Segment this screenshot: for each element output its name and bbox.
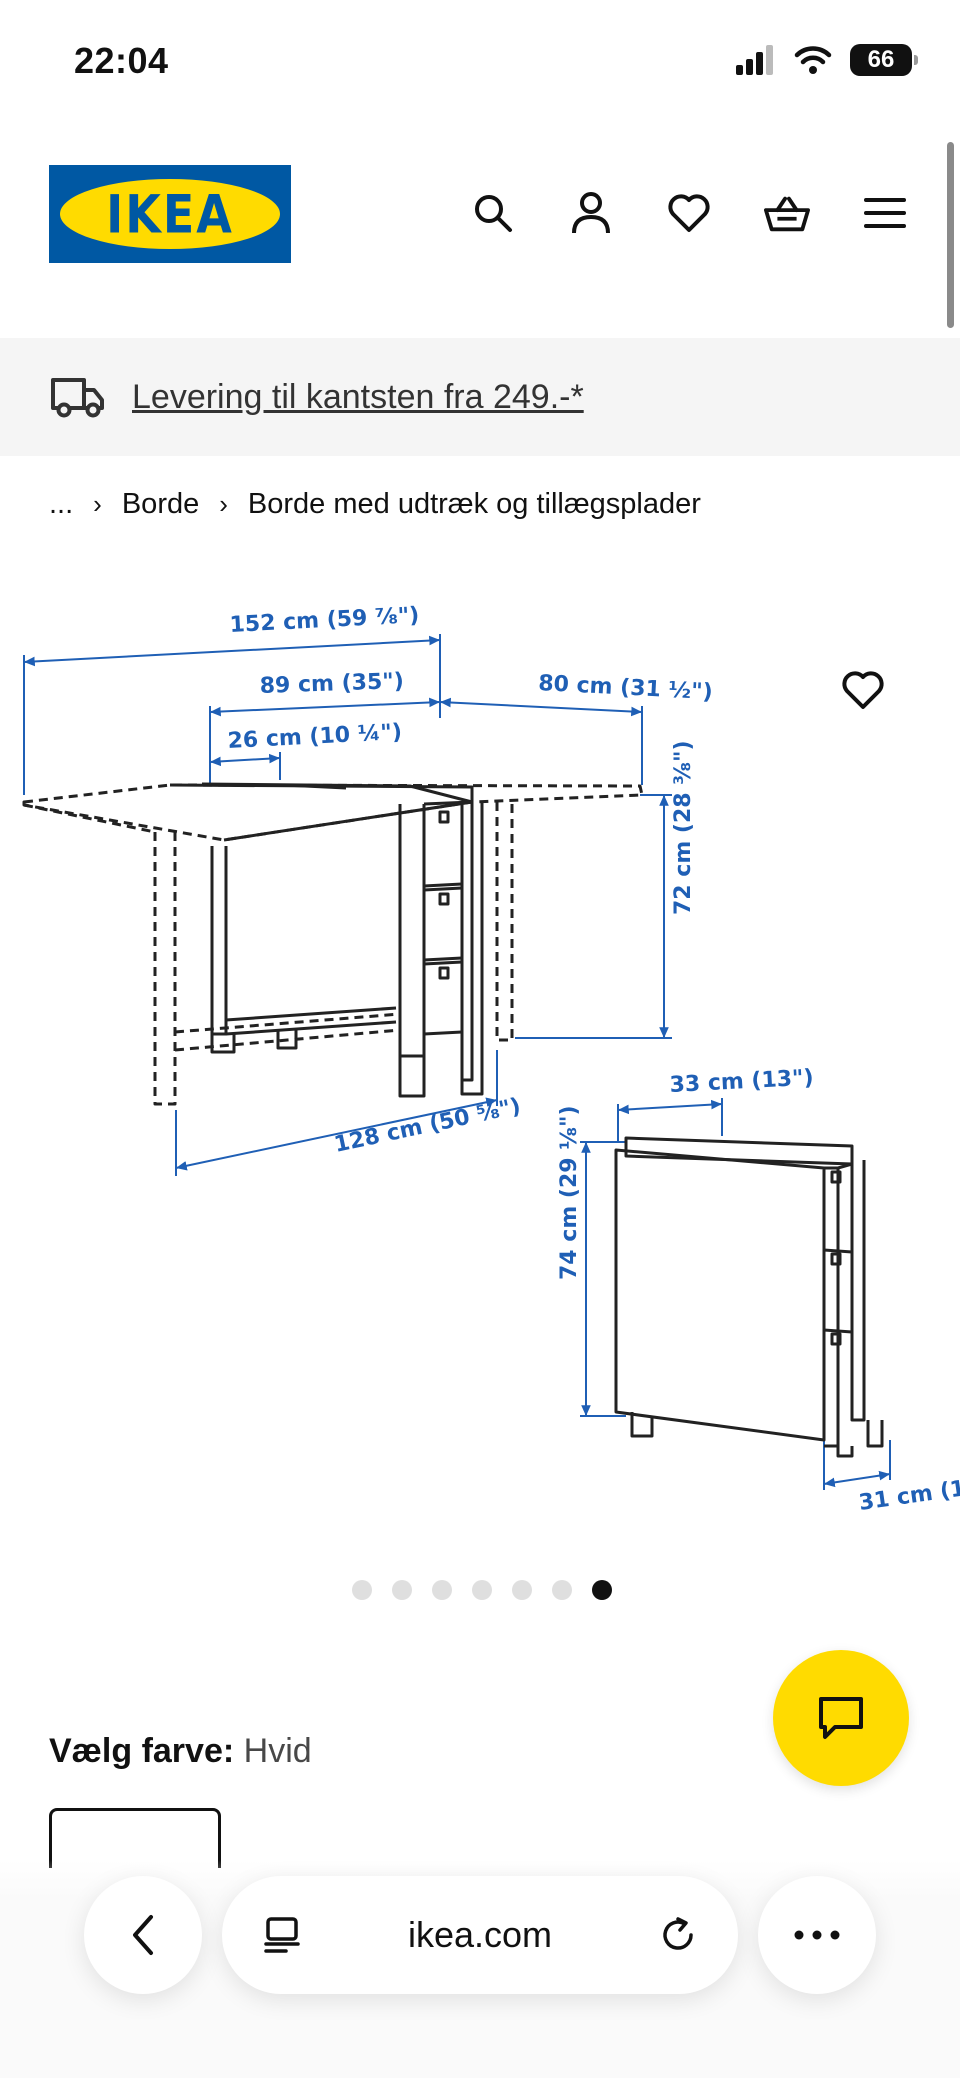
color-select-value: Hvid xyxy=(243,1732,312,1770)
more-icon xyxy=(794,1930,840,1940)
address-bar[interactable]: ikea.com xyxy=(222,1876,738,1994)
cellular-signal-icon xyxy=(736,45,773,75)
dim-small-width: 26 cm (10 ¼") xyxy=(227,720,403,754)
menu-button[interactable] xyxy=(862,190,908,236)
breadcrumb-item-borde[interactable]: Borde xyxy=(121,488,200,520)
heart-icon xyxy=(842,671,884,709)
basket-icon xyxy=(764,196,810,232)
account-icon xyxy=(572,192,610,234)
carousel-dot[interactable] xyxy=(552,1580,572,1600)
favourites-button[interactable] xyxy=(666,190,712,236)
browser-more-button[interactable] xyxy=(758,1876,876,1994)
dim-folded-depth: 33 cm (13") xyxy=(669,1065,814,1098)
site-header: IKEA xyxy=(0,140,960,340)
carousel-dot[interactable] xyxy=(592,1580,612,1600)
carousel-dot[interactable] xyxy=(472,1580,492,1600)
logo-text: IKEA xyxy=(106,182,234,246)
chat-bubble-icon xyxy=(819,1697,863,1739)
add-to-favourites-button[interactable] xyxy=(838,665,888,715)
carousel-dot[interactable] xyxy=(432,1580,452,1600)
color-swatch-selected[interactable] xyxy=(49,1808,221,1868)
delivery-truck-icon xyxy=(51,378,104,418)
chat-button[interactable] xyxy=(773,1650,909,1786)
status-icons: 66 xyxy=(736,44,918,76)
basket-button[interactable] xyxy=(764,190,810,236)
battery-indicator: 66 xyxy=(850,44,918,76)
breadcrumb-ellipsis[interactable]: ... xyxy=(49,488,74,520)
color-select: Vælg farve: Hvid xyxy=(49,1732,312,1771)
dim-leaf-width: 80 cm (31 ½") xyxy=(538,671,714,705)
breadcrumb: ... › Borde › Borde med udtræk og tillæg… xyxy=(49,488,701,521)
color-select-label: Vælg farve: xyxy=(49,1732,235,1770)
delivery-banner[interactable]: Levering til kantsten fra 249.-* xyxy=(0,338,960,456)
dim-total-width: 152 cm (59 ⅞") xyxy=(229,603,420,638)
chevron-right-icon: › xyxy=(93,489,102,519)
chevron-left-icon xyxy=(133,1915,153,1955)
breadcrumb-item-current[interactable]: Borde med udtræk og tillægsplader xyxy=(247,488,701,520)
account-button[interactable] xyxy=(568,190,614,236)
product-image[interactable]: 152 cm (59 ⅞") 89 cm (35") 80 cm (31 ½")… xyxy=(0,590,960,1540)
logo-oval: IKEA xyxy=(60,179,280,249)
status-bar: 22:04 66 xyxy=(0,0,960,120)
heart-icon xyxy=(668,194,710,232)
chevron-right-icon: › xyxy=(219,489,228,519)
dim-middle-width: 89 cm (35") xyxy=(259,669,404,699)
tab-overview-icon[interactable] xyxy=(262,1915,302,1955)
browser-back-button[interactable] xyxy=(84,1876,202,1994)
scroll-indicator[interactable] xyxy=(947,142,954,328)
search-icon xyxy=(475,195,512,232)
carousel-dot[interactable] xyxy=(392,1580,412,1600)
header-icons xyxy=(470,190,908,236)
carousel-dot[interactable] xyxy=(352,1580,372,1600)
dim-folded-width: 31 cm (12 ¼") xyxy=(857,1467,960,1516)
image-carousel-dots xyxy=(352,1580,612,1600)
reload-icon[interactable] xyxy=(658,1915,698,1955)
dim-folded-height: 74 cm (29 ⅛") xyxy=(557,1105,582,1280)
search-button[interactable] xyxy=(470,190,516,236)
dimension-drawing: 152 cm (59 ⅞") 89 cm (35") 80 cm (31 ½")… xyxy=(22,603,960,1516)
dim-base-width: 128 cm (50 ⅝") xyxy=(332,1094,523,1158)
carousel-dot[interactable] xyxy=(512,1580,532,1600)
ikea-logo[interactable]: IKEA xyxy=(49,165,291,263)
delivery-link[interactable]: Levering til kantsten fra 249.-* xyxy=(132,377,584,416)
wifi-icon xyxy=(794,46,832,74)
dim-height: 72 cm (28 ⅜") xyxy=(671,740,696,915)
menu-icon xyxy=(864,198,906,228)
url-text[interactable]: ikea.com xyxy=(407,1914,553,1955)
status-time: 22:04 xyxy=(74,40,169,81)
